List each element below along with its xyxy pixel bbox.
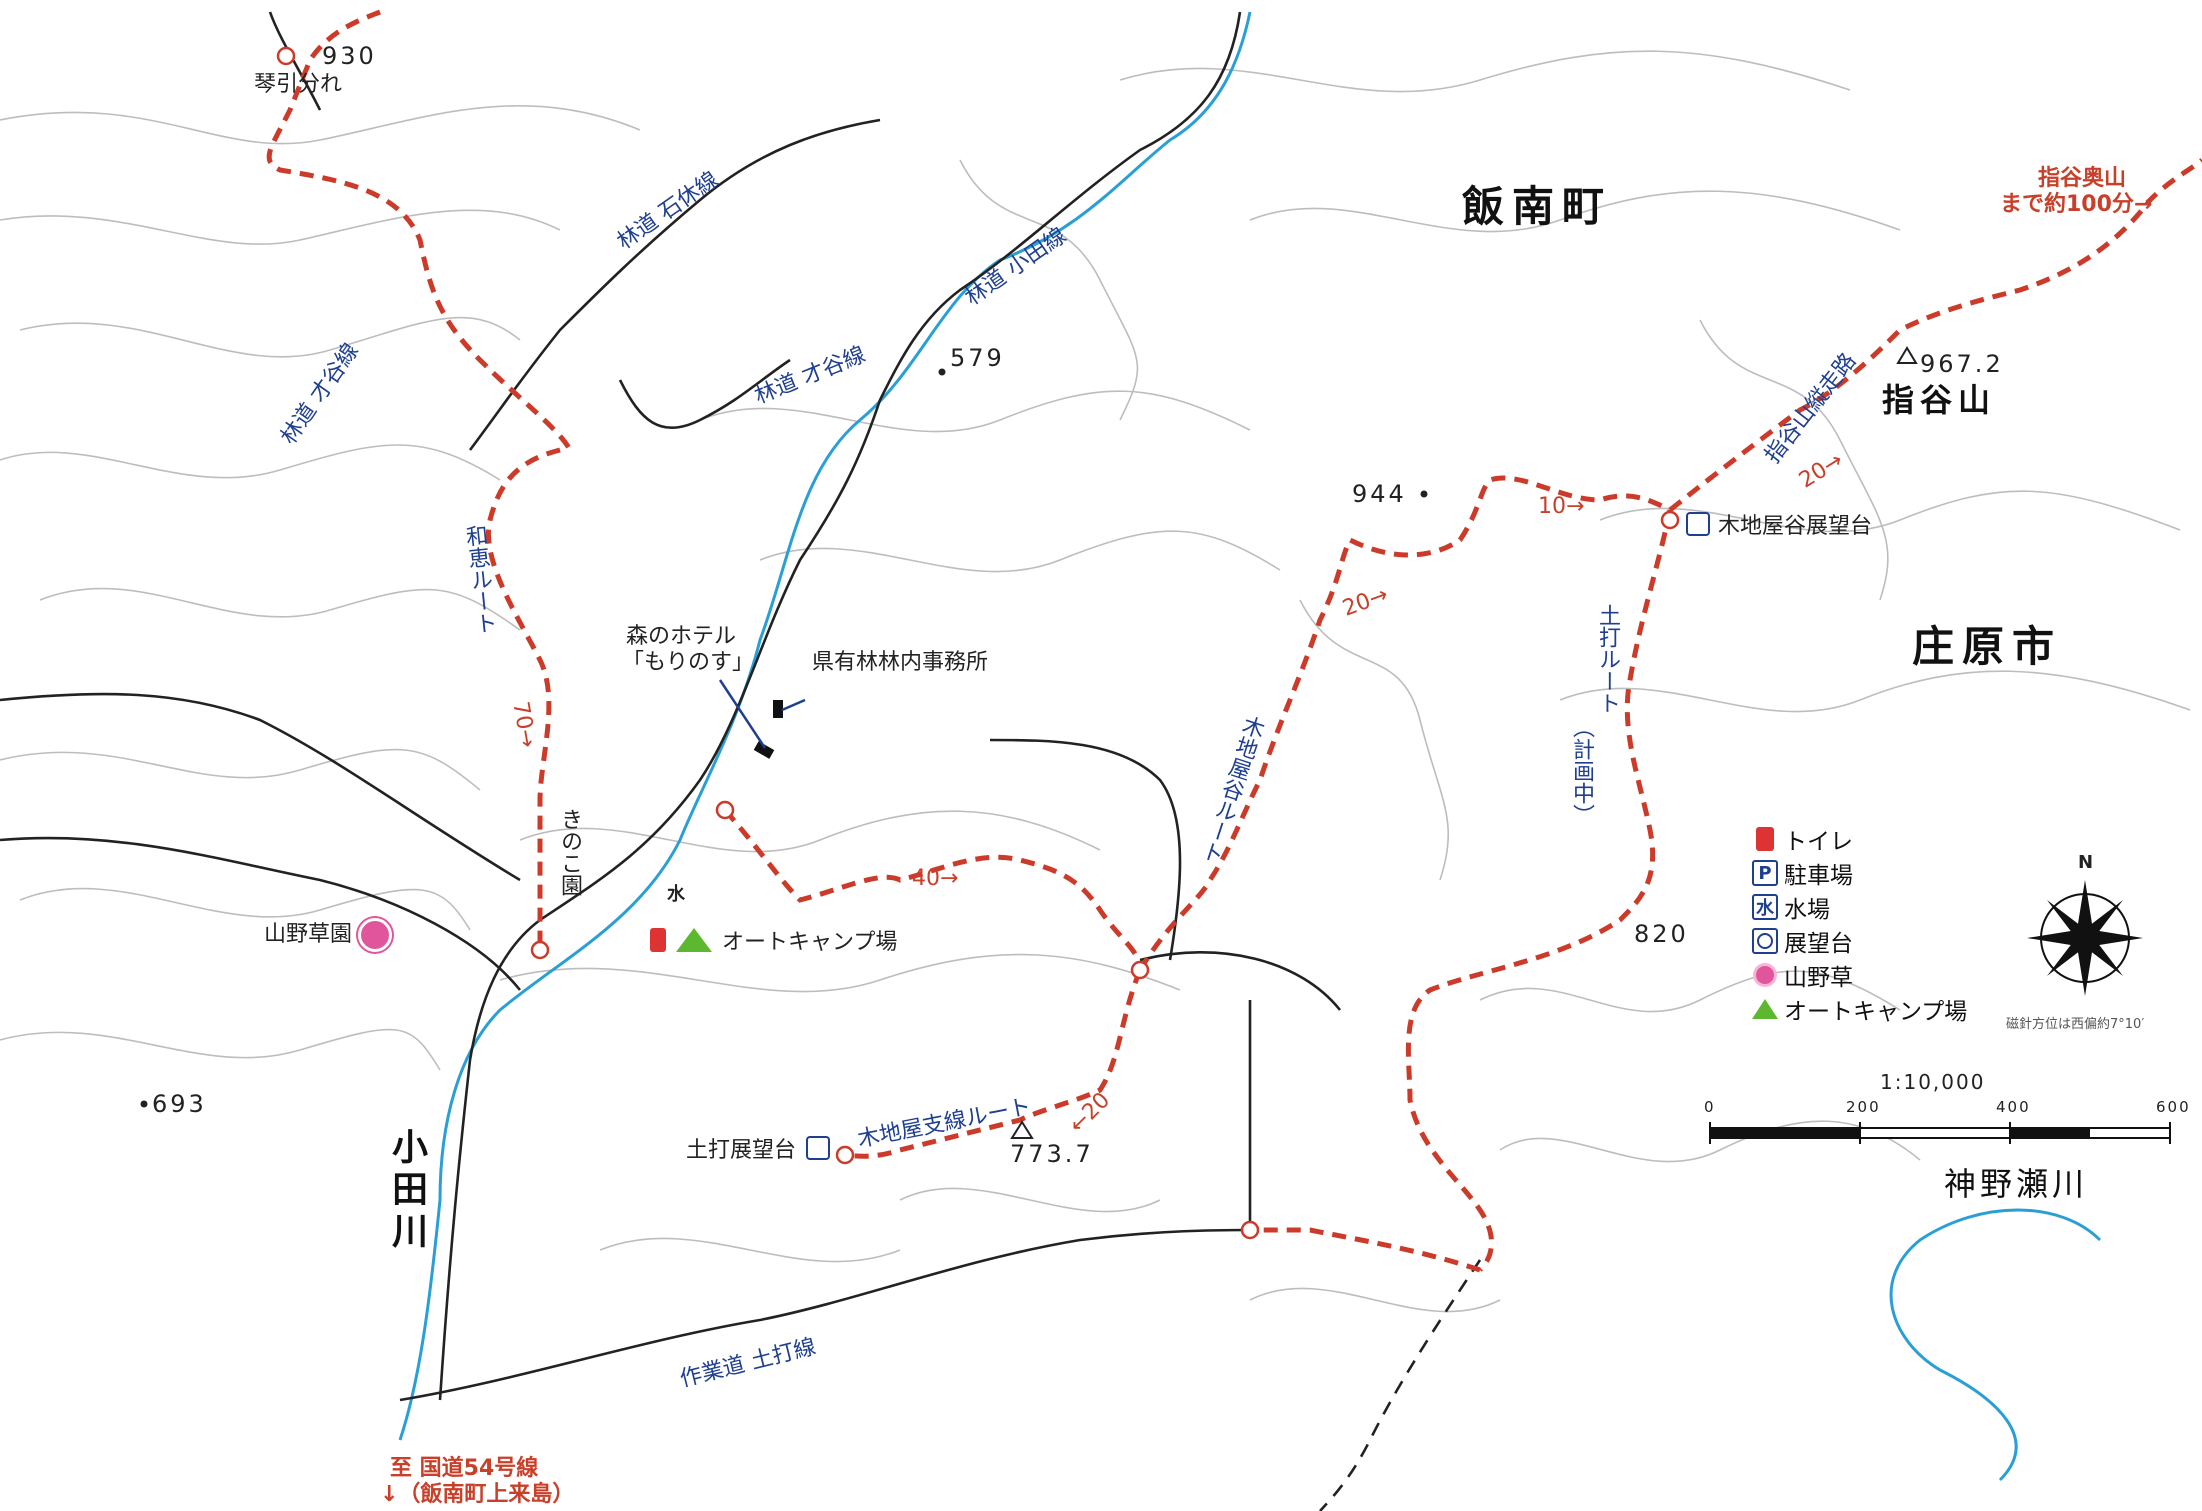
legend-label: 展望台 (1784, 931, 1853, 957)
wildflower-icon (1752, 962, 1778, 988)
kinoko-label: きのこ園 (557, 808, 582, 896)
toilet-icon (650, 928, 666, 952)
legend-label: 駐車場 (1784, 863, 1853, 889)
hotel-label-line2: 「もりのす」 (622, 650, 755, 675)
legend-label: 山野草 (1784, 965, 1853, 991)
triangulation-points (1010, 346, 1918, 1139)
legend-label: オートキャンプ場 (1784, 999, 1968, 1025)
legend-row-water: 水 水場 (1752, 890, 1967, 924)
campsite-icon (676, 928, 712, 952)
compass-north-label: N (2078, 852, 2094, 873)
water-icon: 水 (667, 884, 685, 905)
legend-row-toilet: トイレ (1752, 822, 1967, 856)
tsuchiuchi-view-label: 土打展望台 (686, 1138, 797, 1163)
map-legend: トイレ P 駐車場 水 水場 展望台 山野草 オートキャンプ場 (1752, 822, 1967, 1026)
trails (266, 9, 2202, 1273)
route54-note-line2: ↓（飯南町上来島） (380, 1482, 575, 1507)
elevation-944: 944 (1352, 480, 1407, 508)
kijiyadani-view-label: 木地屋谷展望台 (1718, 514, 1873, 539)
okuyama-note-line1: 指谷奥山 (2038, 166, 2127, 191)
scale-tick: 400 (1996, 1098, 2031, 1116)
kotobiki-label: 琴引分れ (254, 72, 343, 97)
elevation-9672: 967.2 (1920, 350, 2004, 378)
kannosegawa-river-label: 神野瀬川 (1944, 1165, 2089, 1203)
odagawa-river-label: 小田川 (386, 1128, 427, 1254)
spot-heights (140, 368, 1428, 1108)
route-tsuchiuchi-label: 土打ルート (1595, 604, 1620, 714)
route54-note-line1: 至 国道54号線 (390, 1456, 539, 1481)
elevation-930: 930 (322, 42, 377, 70)
region-iinan-label: 飯南町 (1462, 182, 1613, 231)
autocamp-label: オートキャンプ場 (722, 930, 898, 955)
region-shobara-label: 庄原市 (1912, 622, 2063, 671)
office-label: 県有林林内事務所 (812, 650, 989, 675)
sashitaniyama-label: 指谷山 (1882, 381, 1997, 419)
time-marker: 10→ (1538, 494, 1585, 519)
sanyasouen-label: 山野草園 (264, 922, 353, 947)
hotel-marker (753, 741, 775, 759)
scale-bar (1709, 1122, 2171, 1144)
time-marker: 40→ (912, 866, 959, 891)
okuyama-note-line2: まで約100分→ (2000, 192, 2153, 217)
toilet-icon (1752, 826, 1778, 852)
legend-row-parking: P 駐車場 (1752, 856, 1967, 890)
legend-row-autocamp: オートキャンプ場 (1752, 992, 1967, 1026)
hotel-label-line1: 森のホテル (626, 624, 737, 649)
campsite-icon (1752, 996, 1778, 1022)
rivers (398, 11, 2102, 1482)
legend-label: トイレ (1784, 829, 1853, 855)
contour-lines (0, 50, 2191, 1313)
compass-rose (2027, 880, 2143, 996)
junction-markers (276, 46, 1680, 1240)
viewpoint-icon (1686, 512, 1710, 536)
scale-tick: 0 (1704, 1098, 1716, 1116)
elevation-579: 579 (950, 344, 1005, 372)
legend-row-viewpoint: 展望台 (1752, 924, 1967, 958)
office-marker (773, 700, 783, 718)
scale-ratio: 1:10,000 (1880, 1070, 1986, 1094)
viewpoint-icon (806, 1136, 830, 1160)
route-keikaku-label: （計画中） (1569, 716, 1594, 826)
legend-row-wildflower: 山野草 (1752, 958, 1967, 992)
elevation-7737: 773.7 (1010, 1140, 1094, 1168)
roads (0, 11, 1482, 1511)
elevation-693: 693 (152, 1090, 207, 1118)
viewpoint-icon (1752, 928, 1778, 954)
compass-declination-note: 磁針方位は西偏約7°10′ (2006, 1017, 2145, 1032)
elevation-820: 820 (1634, 920, 1689, 948)
wildflower-icon (358, 918, 392, 952)
water-icon: 水 (1752, 894, 1778, 920)
legend-label: 水場 (1784, 897, 1830, 923)
scale-tick: 200 (1846, 1098, 1881, 1116)
parking-icon: P (1752, 860, 1778, 886)
scale-tick: 600 (2156, 1098, 2191, 1116)
